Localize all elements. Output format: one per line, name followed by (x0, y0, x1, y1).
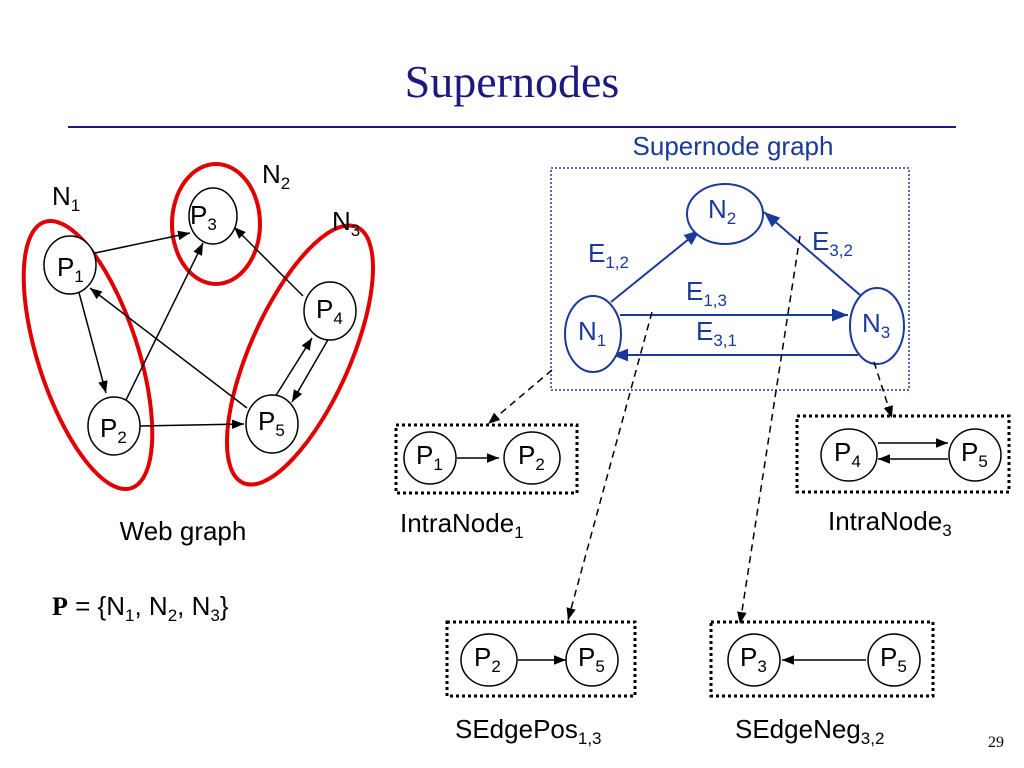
intranode3-label: IntraNode3 (828, 506, 952, 540)
svg-text:P4: P4 (316, 294, 343, 328)
web-graph-caption: Web graph (120, 516, 247, 546)
svg-text:P3: P3 (190, 200, 217, 234)
edge-e12-label: E1,2 (588, 238, 629, 272)
edge-e31-label: E3,1 (696, 316, 737, 350)
edge-e32 (763, 211, 861, 296)
partition-formula: P = {N1, N2, N3} (52, 591, 229, 625)
web-graph: P1 P2 P3 P4 P5 N1 N2 N3 Web graph (21, 159, 375, 546)
svg-text:N1: N1 (578, 316, 606, 350)
group-n3-outline (225, 223, 375, 487)
svg-text:P5: P5 (258, 406, 285, 440)
svg-text:P4: P4 (834, 437, 861, 471)
svg-text:N3: N3 (862, 308, 890, 342)
intranode1-structure: P1 P2 IntraNode1 (394, 423, 579, 542)
sedgepos-structure: P2 P5 SEdgePos1,3 (445, 620, 637, 748)
edge-e13-label: E1,3 (686, 276, 727, 310)
sedgepos-left-node (460, 633, 518, 687)
edge-p1-p3 (94, 230, 191, 254)
edge-e32-label: E3,2 (812, 226, 853, 260)
group-n2-outline (170, 162, 262, 286)
supernode-n1: N1 (564, 295, 622, 373)
svg-text:P2: P2 (518, 440, 545, 474)
node-p2: P2 (87, 396, 141, 456)
page-number: 29 (988, 734, 1004, 751)
svg-text:N2: N2 (708, 194, 736, 228)
sedgepos-right-node (565, 633, 619, 687)
node-p4: P4 (303, 281, 357, 341)
group-n2-label: N2 (262, 159, 290, 193)
dashed-connectors (487, 235, 893, 625)
sedgepos-label: SEdgePos1,3 (455, 714, 602, 748)
supernode-graph: Supernode graph N1 N2 N3 E1,2 E3,2 E1,3 … (550, 131, 910, 391)
edge-p2-p3 (125, 242, 204, 401)
node-p1: P1 (43, 235, 97, 295)
sedgeneg-left-node (727, 633, 781, 687)
group-n1-label: N1 (52, 181, 80, 215)
svg-text:P1: P1 (57, 252, 84, 286)
intranode1-label: IntraNode1 (400, 508, 524, 542)
connector-e32-sedgeneg (737, 235, 801, 625)
edge-p4-p3 (233, 226, 304, 297)
slide-title: Supernodes (405, 56, 620, 107)
edge-p2-p5 (139, 419, 245, 430)
supernode-graph-frame (550, 167, 910, 391)
node-p3: P3 (188, 187, 238, 245)
edge-p1-p2 (77, 288, 108, 394)
intranode3-structure: P4 P5 IntraNode3 (795, 414, 1011, 540)
edge-p4-p5 (291, 337, 330, 403)
svg-text:P2: P2 (100, 413, 127, 447)
svg-text:P2: P2 (474, 642, 501, 676)
sedgeneg-structure: P3 P5 SEdgeNeg3,2 (709, 620, 935, 748)
supernode-n3: N3 (849, 287, 905, 365)
svg-text:P5: P5 (961, 437, 988, 471)
connector-n3-intranode3 (873, 361, 893, 419)
edge-p5-p4 (274, 337, 313, 398)
svg-text:P5: P5 (578, 642, 605, 676)
intranode3-right-node (948, 428, 1002, 482)
intranode1-left-node (403, 431, 457, 485)
group-n3-label: N3 (332, 206, 360, 240)
connector-n1-intranode1 (487, 369, 553, 425)
edge-e12 (610, 229, 701, 303)
connector-e13-sedgepos (566, 311, 653, 621)
supernode-n2: N2 (686, 183, 764, 245)
svg-text:P5: P5 (880, 642, 907, 676)
node-p5: P5 (245, 394, 299, 454)
intranode3-left-node (820, 428, 878, 482)
svg-text:P1: P1 (416, 440, 443, 474)
intranode1-right-node (503, 431, 561, 485)
supernode-graph-title: Supernode graph (633, 131, 834, 161)
sedgeneg-right-node (867, 633, 921, 687)
edge-p5-p1 (89, 287, 248, 409)
sedgeneg-label: SEdgeNeg3,2 (735, 714, 884, 748)
group-n1-outline (21, 218, 155, 492)
svg-text:P3: P3 (740, 642, 767, 676)
